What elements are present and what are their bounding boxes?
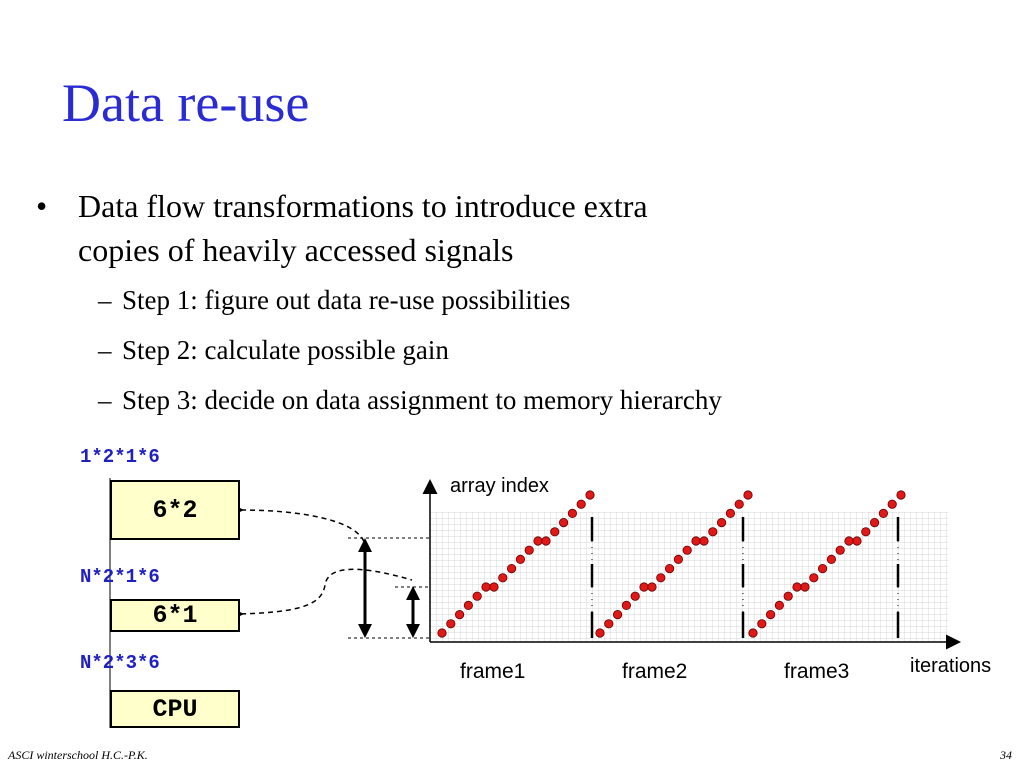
- page-number: 34: [1000, 748, 1012, 762]
- access-dot: [800, 582, 810, 592]
- access-dot: [639, 582, 649, 592]
- access-dot: [852, 536, 862, 546]
- access-dot: [699, 536, 709, 546]
- access-dot: [463, 600, 473, 611]
- access-dot: [896, 490, 906, 500]
- access-dot: [630, 591, 640, 601]
- access-dot: [541, 536, 551, 546]
- bullet-symbol: •: [36, 188, 48, 224]
- arrow-head-icon: [406, 624, 420, 638]
- access-dot: [656, 573, 666, 583]
- access-dot: [558, 517, 569, 528]
- access-dot: [524, 545, 534, 555]
- access-dot: [792, 582, 802, 592]
- bullet-text-line2: copies of heavily accessed signals: [78, 232, 514, 268]
- access-dots: [437, 490, 906, 638]
- access-dot: [454, 609, 465, 620]
- dash-symbol: –: [98, 285, 112, 315]
- access-dot: [481, 582, 491, 592]
- arrow-head-icon: [358, 538, 372, 552]
- access-dot: [861, 527, 871, 537]
- access-dot: [835, 545, 845, 555]
- access-dot: [576, 499, 586, 509]
- access-dot: [748, 628, 758, 638]
- slide-title: Data re-use: [62, 73, 310, 133]
- access-dot: [734, 499, 744, 509]
- access-dot: [809, 573, 819, 583]
- reuse-link-bottom: [231, 568, 413, 621]
- access-dot: [489, 582, 499, 592]
- frame-label-1: frame1: [460, 660, 526, 683]
- step-item-2: –Step 2: calculate possible gain: [98, 335, 449, 366]
- access-dot: [691, 536, 701, 546]
- step-item-3: –Step 3: decide on data assignment to me…: [98, 385, 722, 416]
- access-dot: [446, 619, 456, 629]
- memory-box-level-1: 6*2: [110, 480, 240, 540]
- frame-label-2: frame2: [622, 660, 688, 683]
- access-dot: [783, 591, 793, 601]
- access-dot: [673, 554, 684, 565]
- access-dot: [437, 628, 447, 638]
- access-dot: [647, 582, 657, 592]
- step-item-1: –Step 1: figure out data re-use possibil…: [98, 285, 570, 316]
- level-size-label-2: N*2*1*6: [80, 566, 160, 588]
- access-dot: [515, 554, 526, 565]
- footer-credit: ASCI winterschool H.C.-P.K.: [8, 748, 148, 762]
- y-axis-label: array index: [450, 475, 549, 497]
- arrow-head-icon: [406, 586, 420, 600]
- x-axis-label: iterations: [910, 655, 992, 677]
- access-dot: [567, 508, 578, 519]
- access-dot: [725, 508, 736, 519]
- access-dot: [774, 600, 785, 611]
- level-size-label-3: N*2*3*6: [80, 652, 160, 674]
- access-dot: [682, 545, 692, 555]
- access-dot: [498, 573, 508, 583]
- access-dot: [887, 499, 897, 509]
- memory-box-level-2: 6*1: [110, 599, 240, 632]
- access-dot: [869, 517, 880, 528]
- access-dot: [472, 591, 482, 601]
- reuse-link-top: [231, 503, 366, 546]
- access-dot: [817, 563, 828, 574]
- access-dot: [506, 563, 517, 574]
- step-3-text: Step 3: decide on data assignment to mem…: [122, 385, 722, 415]
- access-dot: [533, 536, 543, 546]
- access-dot: [743, 490, 753, 500]
- access-dot: [708, 527, 718, 537]
- cpu-box: CPU: [110, 690, 240, 728]
- dash-symbol: –: [98, 335, 112, 365]
- access-dot: [595, 628, 605, 638]
- bullet-text-line1: Data flow transformations to introduce e…: [78, 188, 648, 224]
- access-dot: [757, 619, 767, 629]
- access-dot: [826, 554, 837, 565]
- access-dot: [604, 619, 614, 629]
- step-1-text: Step 1: figure out data re-use possibili…: [122, 285, 571, 315]
- access-dot: [550, 527, 560, 537]
- access-dot: [621, 600, 632, 611]
- access-dot: [664, 563, 675, 574]
- access-dot: [844, 536, 854, 546]
- access-dot: [716, 517, 727, 528]
- access-dot: [765, 609, 776, 620]
- access-dot: [585, 490, 595, 500]
- arrow-head-icon: [358, 624, 372, 638]
- dash-symbol: –: [98, 385, 112, 415]
- access-dot: [878, 508, 889, 519]
- frame-label-3: frame3: [784, 660, 850, 683]
- level-size-label-1: 1*2*1*6: [80, 446, 160, 468]
- access-dot: [612, 609, 623, 620]
- step-2-text: Step 2: calculate possible gain: [122, 335, 449, 365]
